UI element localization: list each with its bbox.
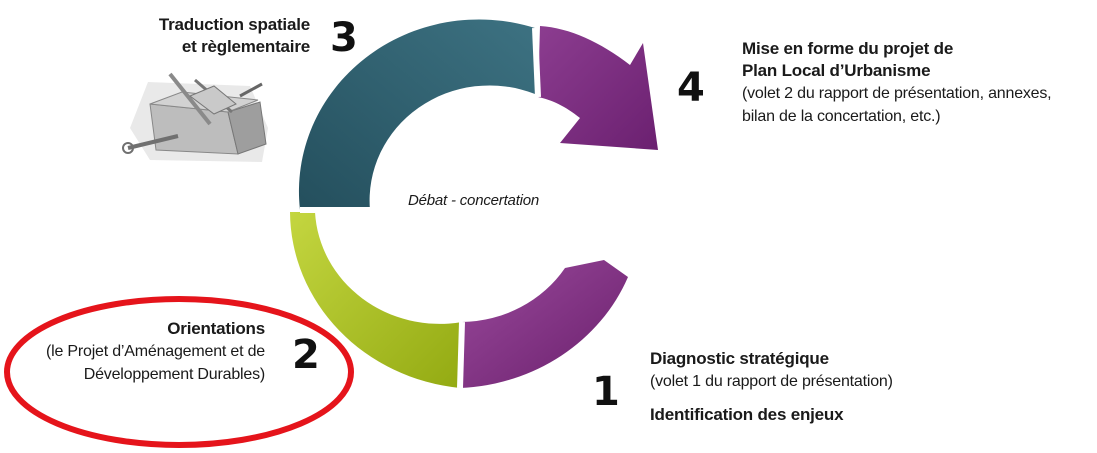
step-2-title: Orientations	[167, 319, 265, 338]
cycle-segment-traduction	[298, 19, 535, 210]
step-1-subtitle: (volet 1 du rapport de présentation)	[650, 373, 893, 390]
step-1-extra: Identification des enjeux	[650, 405, 844, 424]
step-4-title-line1: Mise en forme du projet de	[742, 39, 954, 58]
step-4-text: Mise en forme du projet de Plan Local d’…	[742, 38, 1092, 128]
toolbox-icon	[122, 72, 268, 162]
cycle-segment-diagnostic	[460, 260, 628, 388]
step-3-title-line2: et règlementaire	[181, 37, 310, 56]
step-4-number: 4	[677, 65, 705, 111]
step-4-subtitle-line1: (volet 2 du rapport de présentation, ann…	[742, 85, 1052, 102]
step-1-title: Diagnostic stratégique	[650, 349, 829, 368]
step-4-subtitle-line2: bilan de la concertation, etc.)	[742, 108, 941, 125]
cycle-segment-mise-en-forme-arrow	[538, 26, 658, 150]
step-2-number: 2	[292, 332, 320, 378]
step-1-number: 1	[592, 369, 620, 415]
highlight-ellipse	[4, 296, 354, 448]
step-2-text: Orientations (le Projet d’Aménagement et…	[10, 318, 265, 386]
step-3-title: Traduction spatiale et règlementaire	[130, 14, 310, 58]
step-3-number: 3	[330, 15, 358, 61]
step-3-title-line1: Traduction spatiale	[158, 15, 310, 34]
step-2-subtitle-line1: (le Projet d’Aménagement et de	[45, 343, 265, 360]
step-1-text: Diagnostic stratégique (volet 1 du rappo…	[650, 348, 1070, 426]
center-label: Débat - concertation	[408, 192, 540, 209]
step-4-title-line2: Plan Local d’Urbanisme	[742, 61, 931, 80]
step-2-subtitle-line2: Développement Durables)	[83, 366, 265, 383]
cycle-segment-orientations	[290, 212, 462, 388]
